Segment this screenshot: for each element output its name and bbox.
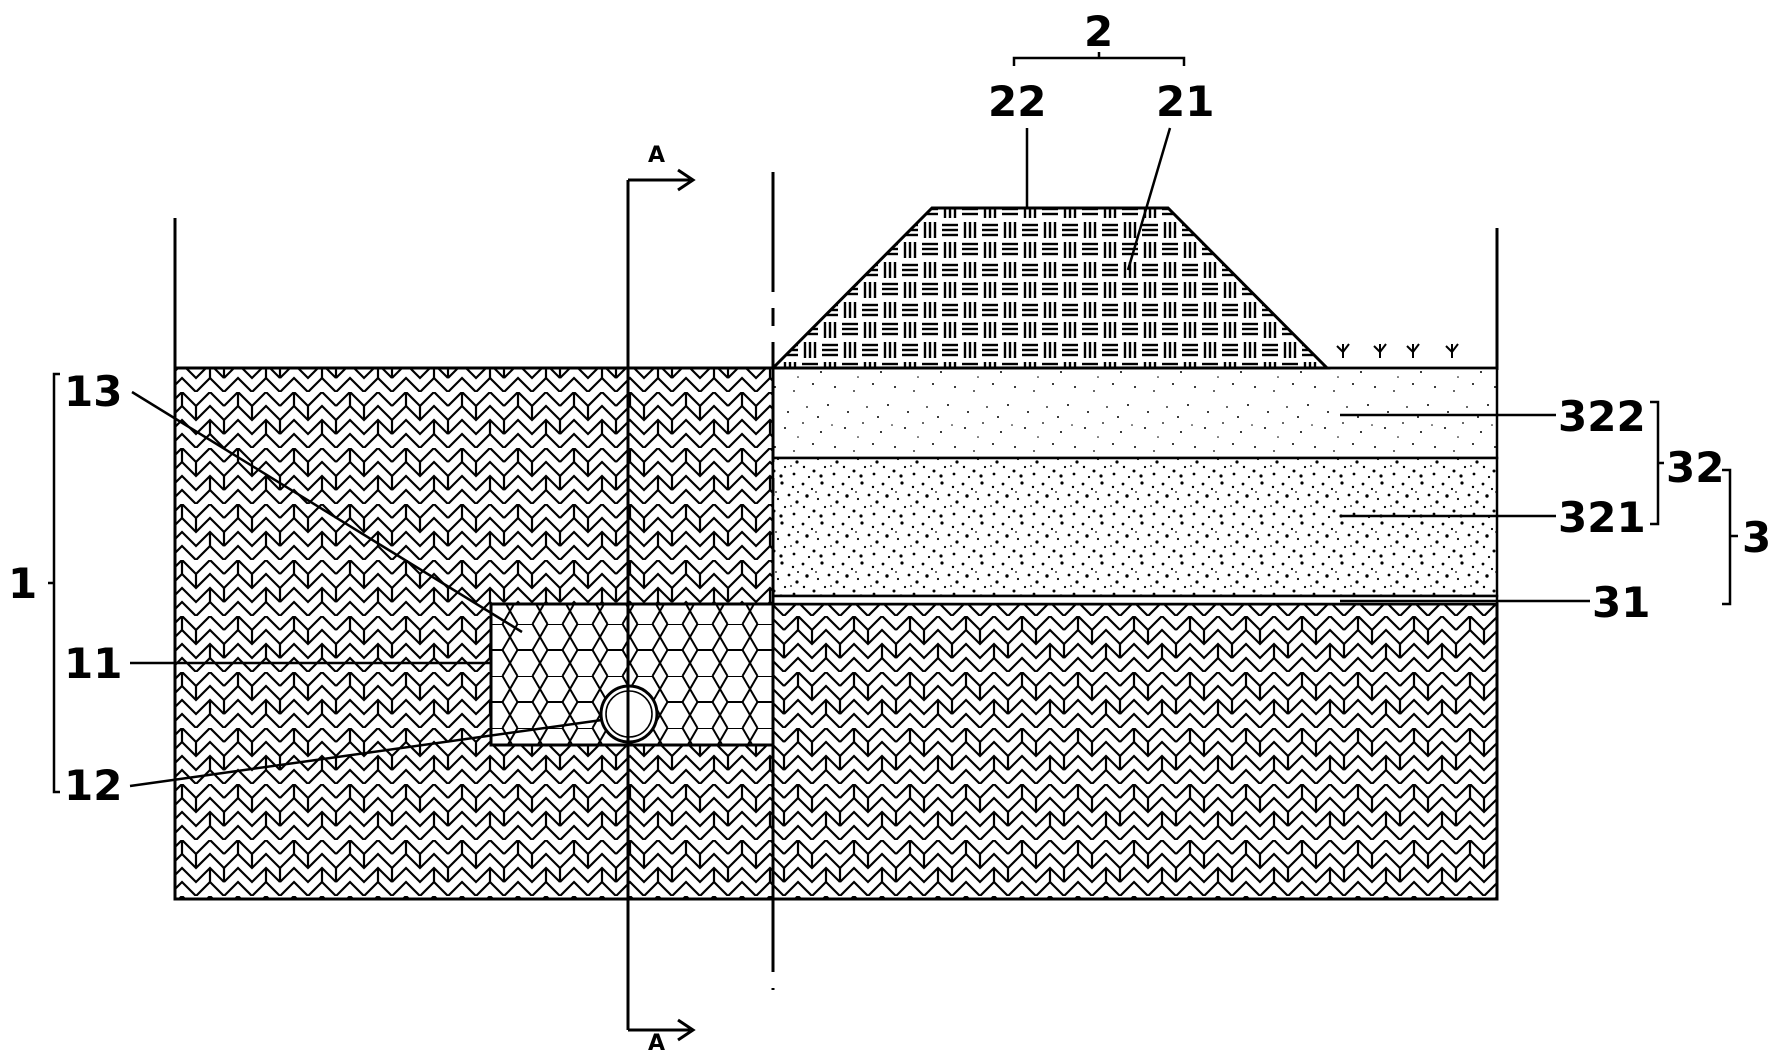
section-line-a <box>626 168 696 1042</box>
label-1: 1 <box>8 559 37 608</box>
label-2: 2 <box>1084 7 1113 56</box>
label-13: 13 <box>64 367 122 416</box>
bracket-32 <box>1650 400 1664 526</box>
leader-13 <box>131 390 523 634</box>
label-32: 32 <box>1666 443 1724 492</box>
label-22: 22 <box>988 77 1046 126</box>
label-3: 3 <box>1742 513 1771 562</box>
embankment <box>769 206 1331 370</box>
bracket-2 <box>1012 52 1186 66</box>
bracket-1 <box>48 372 60 794</box>
label-321: 321 <box>1558 493 1646 542</box>
label-21: 21 <box>1156 77 1214 126</box>
grass-icon <box>1336 343 1459 358</box>
layer-322 <box>771 366 1499 460</box>
label-31: 31 <box>1592 578 1650 627</box>
label-11: 11 <box>64 639 122 688</box>
label-322: 322 <box>1558 392 1646 441</box>
leader-12 <box>129 718 603 788</box>
right-soil-body <box>771 602 1499 901</box>
leader-21 <box>1126 127 1172 271</box>
section-label-bottom: A <box>648 1031 665 1056</box>
layer-321 <box>771 456 1499 598</box>
label-12: 12 <box>64 761 122 810</box>
section-label-top: A <box>648 143 665 168</box>
bracket-3 <box>1722 468 1738 606</box>
